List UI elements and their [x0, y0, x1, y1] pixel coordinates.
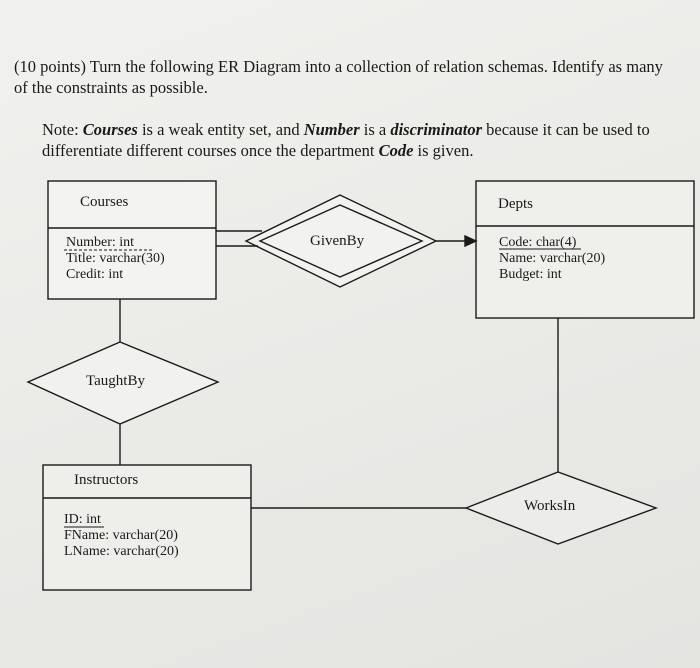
- courses-attr-credit: Credit: int: [66, 267, 124, 282]
- courses-title: Courses: [80, 194, 129, 210]
- depts-attr-budget: Budget: int: [499, 267, 562, 282]
- note-t4: is given.: [413, 141, 474, 160]
- instructors-attr-fname: FName: varchar(20): [64, 528, 178, 543]
- note-lead: Note:: [42, 120, 83, 139]
- instructors-attr-lname: LName: varchar(20): [64, 544, 179, 559]
- question-text: (10 points) Turn the following ER Diagra…: [14, 56, 674, 98]
- depts-title: Depts: [498, 196, 533, 212]
- note-courses: Courses: [82, 120, 138, 139]
- instructors-attr-id: ID: int: [64, 512, 101, 527]
- courses-entity-box: [47, 180, 217, 300]
- givenby-depts-arrowhead: [464, 234, 478, 248]
- taughtby-label: TaughtBy: [86, 373, 145, 389]
- note-discriminator: discriminator: [390, 120, 483, 139]
- question-points: (10 points): [14, 57, 86, 76]
- note-t2: is a: [359, 120, 391, 139]
- courses-attr-number: Number: int: [66, 235, 135, 250]
- worksin-diamond: [464, 471, 659, 545]
- note-text: Note: Courses is a weak entity set, and …: [42, 119, 682, 161]
- depts-attr-name: Name: varchar(20): [499, 251, 606, 266]
- worksin-label: WorksIn: [524, 498, 576, 514]
- instructors-title: Instructors: [74, 472, 139, 488]
- note-number: Number: [303, 120, 360, 139]
- givenby-diamond-inner: [258, 204, 424, 278]
- taughtby-diamond: [26, 341, 220, 425]
- depts-attr-code: Code: char(4): [499, 235, 577, 250]
- note-code: Code: [378, 141, 414, 160]
- note-t3: because it can be used to differentiate …: [42, 120, 650, 160]
- courses-attr-title: Title: varchar(30): [66, 251, 165, 266]
- question-body: Turn the following ER Diagram into a col…: [14, 57, 663, 97]
- givenby-label: GivenBy: [310, 233, 365, 249]
- note-t1: is a weak entity set, and: [137, 120, 304, 139]
